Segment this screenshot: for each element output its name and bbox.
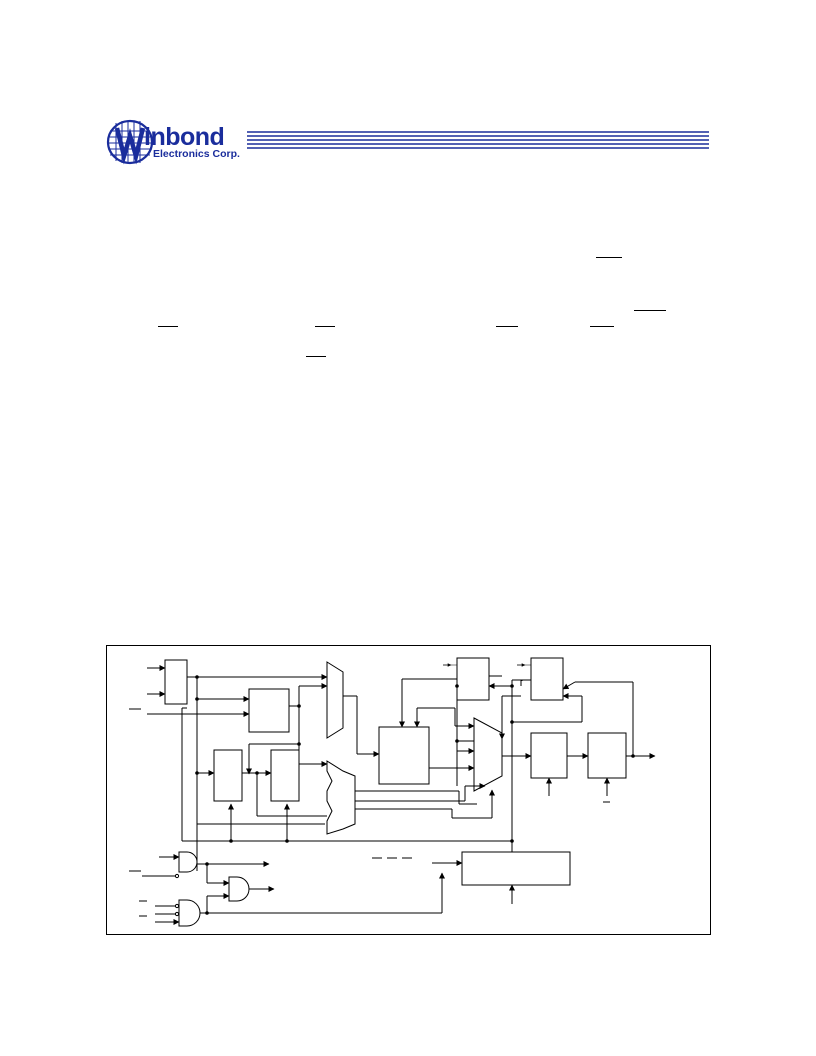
central-block bbox=[378, 726, 430, 785]
logo-stripes bbox=[247, 131, 709, 149]
overbar-2 bbox=[634, 310, 666, 311]
output-block-a bbox=[530, 732, 568, 779]
overbar-5 bbox=[496, 326, 518, 327]
block-diagram-svg bbox=[129, 657, 656, 927]
overbar-7 bbox=[306, 356, 326, 357]
overbar-1 bbox=[596, 257, 622, 258]
register-block-b bbox=[270, 749, 300, 802]
input-register-block bbox=[164, 659, 188, 705]
block-diagram bbox=[106, 645, 711, 935]
and-gate-top bbox=[178, 851, 198, 873]
globe-icon bbox=[106, 119, 154, 165]
upper-logic-block bbox=[248, 688, 290, 733]
register-block-a bbox=[213, 749, 243, 802]
output-block-b bbox=[587, 732, 627, 779]
top-register-b bbox=[530, 657, 564, 701]
logo-wordmark: inbond bbox=[144, 123, 225, 151]
winbond-logo: inbond Electronics Corp. bbox=[106, 119, 709, 165]
logo-subtitle: Electronics Corp. bbox=[153, 148, 240, 160]
overbar-3 bbox=[158, 326, 178, 327]
top-register-a bbox=[456, 657, 490, 701]
right-mux bbox=[473, 717, 503, 792]
upper-mux bbox=[326, 661, 344, 739]
overbar-6 bbox=[590, 326, 614, 327]
control-block bbox=[461, 851, 571, 886]
overbar-4 bbox=[315, 326, 335, 327]
lower-mux bbox=[326, 760, 356, 835]
nand-gate-bottom bbox=[178, 899, 201, 927]
and-gate-mid bbox=[228, 876, 250, 902]
